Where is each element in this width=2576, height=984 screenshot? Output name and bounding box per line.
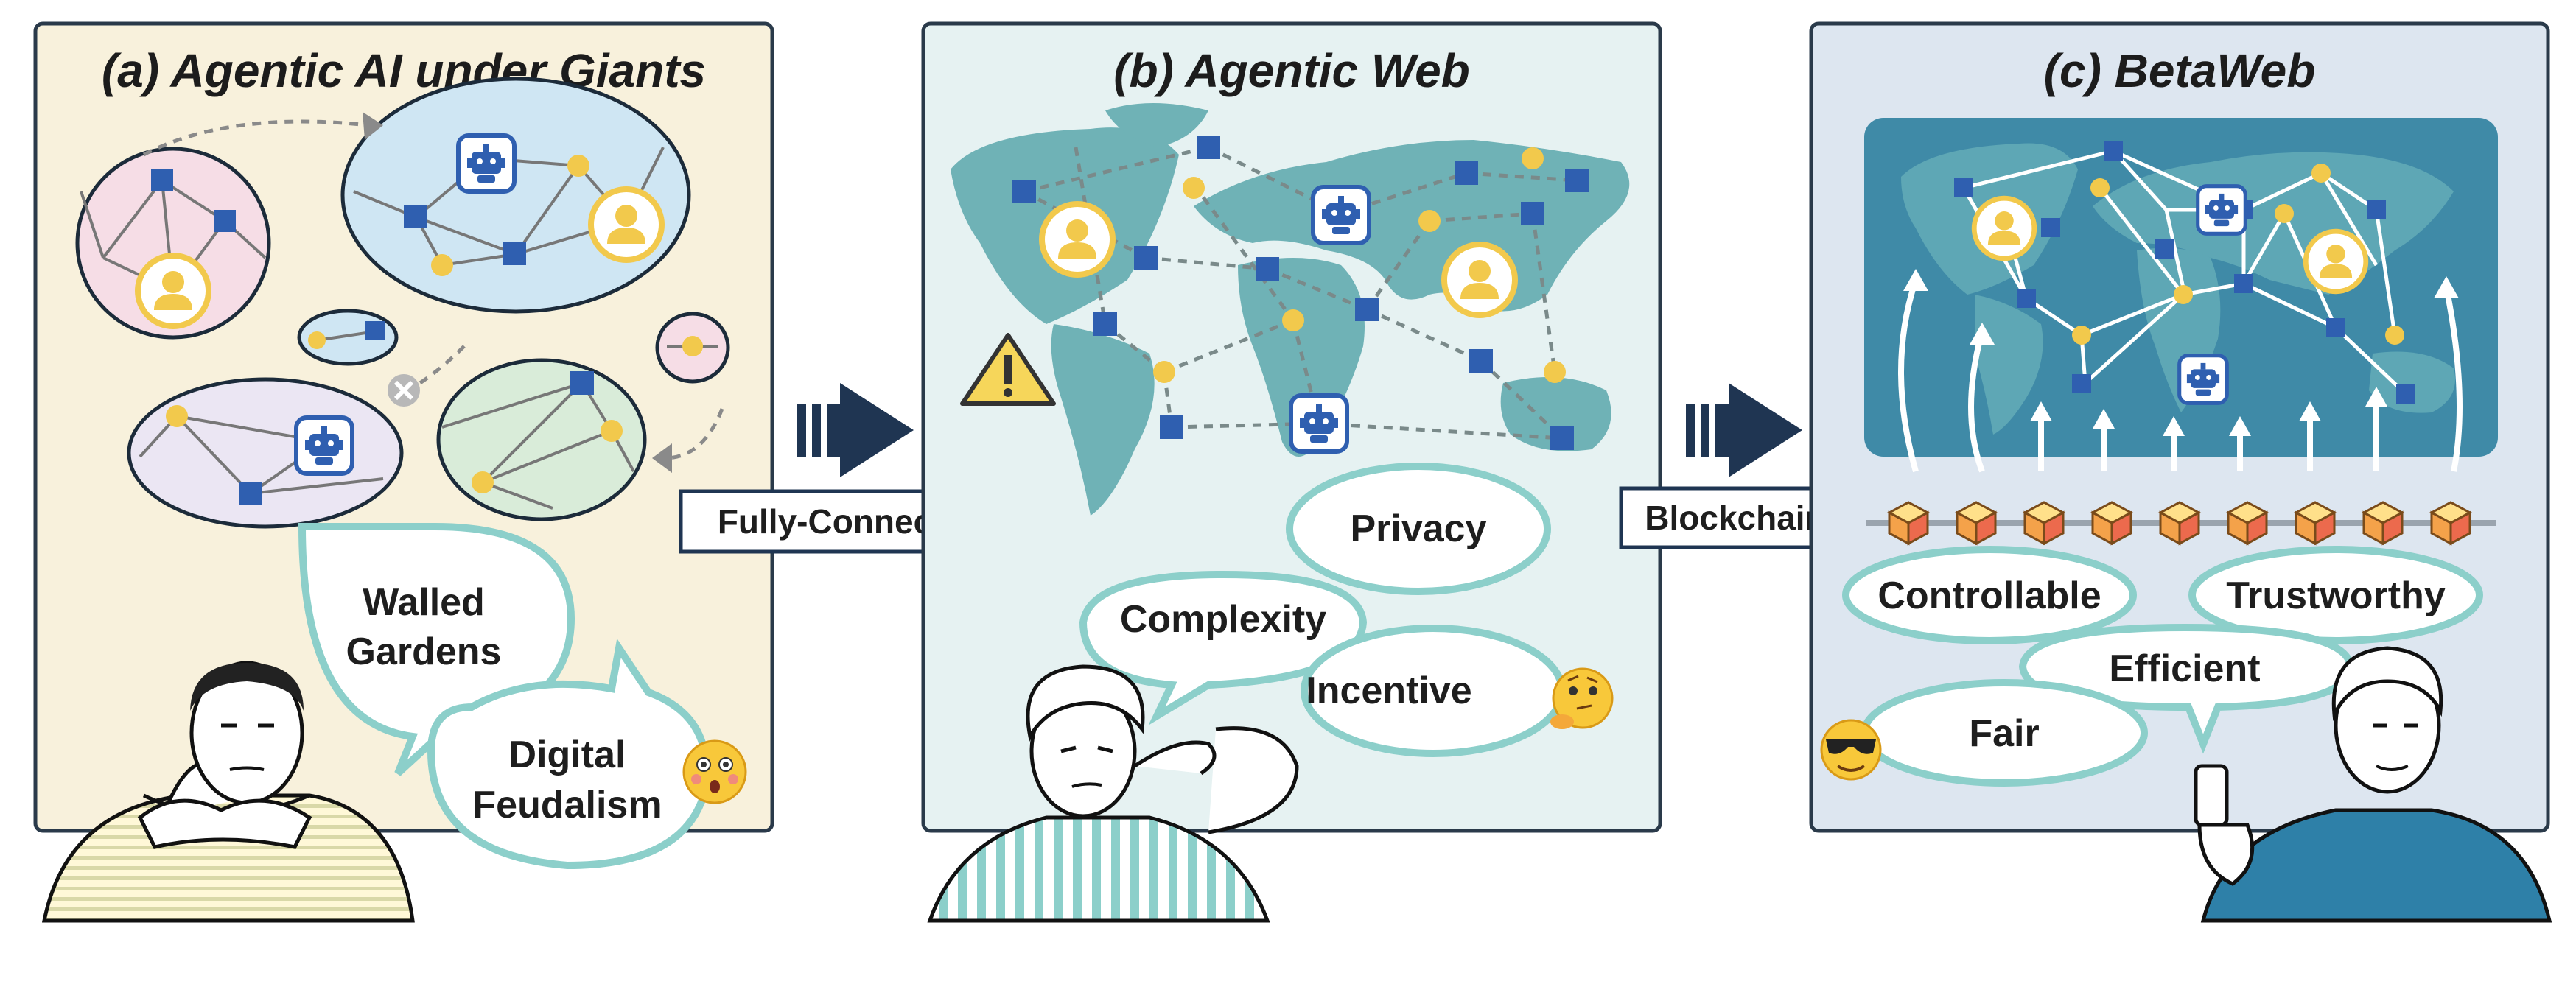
bubble-complexity: Complexity: [1079, 570, 1368, 725]
blockchain-strip: [1866, 501, 2496, 545]
panel-a-title: (a) Agentic AI under Giants: [102, 44, 706, 97]
bubble-fair-label: Fair: [1969, 712, 2039, 755]
forward-arrow-icon: [840, 383, 914, 477]
up-down-arrows: [1898, 278, 2463, 473]
network-nodes-c: [1954, 141, 2415, 404]
bubble-incentive-label: Incentive: [1306, 670, 1471, 712]
blockchain-label: Blockchain: [1645, 499, 1825, 537]
blockchain-block-icon: [1956, 501, 1997, 545]
blockchain-block-icon: [2430, 501, 2471, 545]
arrow-heads-c: [1903, 269, 2459, 436]
bubble-incentive: Incentive: [1301, 625, 1566, 757]
forward-arrow-icon: [1729, 383, 1802, 477]
blocked-x-icon: [388, 374, 420, 407]
flushed-face-emoji: [682, 739, 747, 804]
dashed-flow-arrows: [142, 119, 724, 460]
network-nodes: [1012, 136, 1589, 451]
bubble-gardens-label: Gardens: [346, 630, 502, 673]
blockchain-block-icon: [2023, 501, 2065, 545]
panel-a: (a) Agentic AI under Giants: [33, 21, 774, 923]
blockchain-block-icon: [1888, 501, 1929, 545]
blockchain-block-icon: [2362, 501, 2404, 545]
sunglasses-face-emoji: [1820, 719, 1882, 781]
arrow-head-icon: [363, 112, 383, 140]
bubble-complexity-label: Complexity: [1120, 598, 1326, 641]
blockchain-block-icon: [2227, 501, 2268, 545]
bubble-privacy: Privacy: [1286, 463, 1551, 595]
panel-b-title: (b) Agentic Web: [1113, 44, 1470, 97]
bubble-privacy-label: Privacy: [1350, 507, 1486, 550]
smiling-person-illustration: [2194, 646, 2552, 923]
panel-c: (c) BetaWeb: [1809, 21, 2552, 923]
blockchain-block-icon: [2091, 501, 2132, 545]
bubble-walled-label: Walled: [363, 581, 485, 624]
bubble-fair: Fair: [1861, 679, 2148, 787]
panel-b: (b) Agentic Web: [921, 21, 1662, 923]
warning-icon: [960, 333, 1056, 406]
bubble-digital-label: Digital: [509, 734, 626, 776]
bubble-trustworthy-label: Trustworthy: [2226, 574, 2446, 617]
bubble-feudalism-label: Feudalism: [472, 784, 662, 826]
bubble-controllable: Controllable: [1842, 546, 2137, 644]
bubble-efficient: Efficient: [2018, 623, 2355, 754]
worried-person-illustration: [41, 661, 415, 923]
phone-icon: [2194, 764, 2229, 827]
blockchain-block-icon: [2159, 501, 2200, 545]
thinking-person-illustration: [927, 664, 1299, 923]
bubble-trustworthy: Trustworthy: [2188, 546, 2483, 644]
bubble-digital-feudalism: Digital Feudalism: [427, 638, 710, 870]
blockchain-block-icon: [2295, 501, 2336, 545]
arrow-head-icon: [652, 443, 672, 473]
walled-garden-networks: [75, 77, 730, 529]
bubble-controllable-label: Controllable: [1877, 574, 2101, 617]
bubble-efficient-label: Efficient: [2109, 647, 2260, 690]
panel-c-title: (c) BetaWeb: [2044, 44, 2316, 97]
thinking-face-emoji: [1550, 667, 1614, 729]
